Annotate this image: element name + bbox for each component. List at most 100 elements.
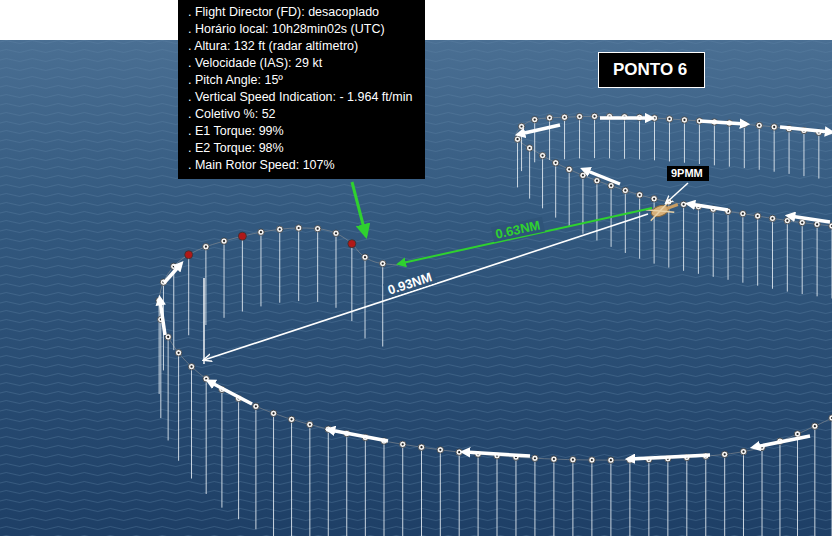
telemetry-line: . Velocidade (IAS): 29 kt: [188, 55, 415, 72]
altitude-drop-line: [667, 462, 668, 536]
track-point: [531, 116, 537, 122]
track-point: [608, 182, 614, 188]
track-point: [812, 423, 818, 429]
altitude-drop-line: [802, 226, 803, 295]
track-point-center: [639, 194, 641, 196]
altitude-drop-line: [729, 126, 730, 167]
altitude-drop-line: [440, 453, 441, 536]
track-point: [348, 240, 356, 248]
track-point-center: [757, 215, 759, 217]
altitude-drop-line: [610, 463, 611, 536]
track-point: [188, 363, 194, 369]
altitude-drop-line: [596, 184, 597, 241]
altitude-drop-line: [521, 129, 522, 171]
telemetry-line: . Coletivo %: 52: [188, 106, 415, 123]
track-point-center: [563, 116, 565, 118]
altitude-drop-line: [625, 193, 626, 253]
track-point: [570, 456, 576, 462]
track-point: [552, 160, 558, 166]
track-line: [516, 116, 832, 226]
track-point-center: [568, 168, 570, 170]
track-point: [221, 238, 227, 244]
track-point: [651, 115, 657, 121]
track-point: [666, 116, 672, 122]
track-point-center: [668, 118, 670, 120]
track-point-center: [572, 459, 574, 461]
altitude-drop-line: [365, 260, 366, 338]
track-point-center: [529, 147, 531, 149]
point-title-box: PONTO 6: [598, 52, 705, 88]
track-point-center: [190, 366, 192, 368]
altitude-drop-line: [609, 120, 610, 159]
track-point: [270, 410, 276, 416]
track-point: [518, 123, 524, 129]
altitude-drop-line: [803, 133, 804, 176]
direction-arrow: [330, 430, 388, 441]
track-point-center: [624, 189, 626, 191]
point-title: PONTO 6: [613, 59, 690, 81]
altitude-drop-line: [421, 450, 422, 536]
telemetry-line: . Vertical Speed Indication: - 1.964 ft/…: [188, 89, 415, 106]
altitude-drop-line: [686, 461, 687, 536]
altitude-drop-line: [705, 459, 706, 536]
track-point-center: [420, 446, 422, 448]
altitude-drop-line: [818, 135, 819, 178]
track-point-center: [516, 138, 518, 140]
altitude-drop-line: [772, 221, 773, 288]
track-point: [203, 376, 209, 382]
track-point-center: [773, 126, 775, 128]
altitude-drop-line: [629, 463, 630, 536]
telemetry-line: . Horário local: 10h28min02s (UTC): [188, 21, 415, 38]
data-callout-box: . Flight Director (FD): desacoplado. Hor…: [178, 0, 425, 179]
track-point: [288, 416, 294, 422]
track-point-center: [724, 453, 726, 455]
track-point-center: [173, 265, 175, 267]
track-point-center: [382, 262, 384, 264]
altitude-drop-line: [743, 455, 744, 536]
altitude-drop-line: [572, 463, 573, 536]
direction-arrow: [520, 125, 560, 134]
track-point: [456, 449, 462, 455]
altitude-drop-line: [789, 132, 790, 174]
altitude-drop-line: [555, 166, 556, 218]
altitude-drop-line: [579, 120, 580, 159]
track-point: [784, 217, 790, 223]
track-point: [526, 145, 532, 151]
altitude-drop-line: [173, 269, 174, 350]
altitude-drop-line: [594, 119, 595, 158]
track-point: [333, 230, 339, 236]
altitude-drop-line: [459, 455, 460, 536]
track-point: [799, 219, 805, 225]
track-point-center: [548, 117, 550, 119]
track-point-center: [591, 459, 593, 461]
track-point-center: [279, 228, 281, 230]
altitude-drop-line: [351, 247, 352, 321]
direction-arrow: [790, 216, 830, 222]
altitude-drop-line: [221, 392, 222, 507]
telemetry-line: . E1 Torque: 99%: [188, 123, 415, 140]
altitude-drop-line: [365, 441, 366, 536]
altitude-drop-line: [564, 120, 565, 159]
track-point: [532, 455, 538, 461]
direction-arrow: [164, 265, 180, 283]
track-point-center: [520, 125, 522, 127]
altitude-drop-line: [291, 422, 292, 536]
altitude-drop-line: [534, 461, 535, 536]
track-point: [514, 136, 520, 142]
track-point: [608, 457, 614, 463]
track-point: [566, 166, 572, 172]
track-line: [159, 228, 832, 460]
track-point: [769, 215, 775, 221]
altitude-drop-line: [309, 428, 310, 536]
altitude-drop-line: [188, 258, 189, 336]
distance-arrow: [398, 208, 652, 264]
track-point: [651, 196, 657, 202]
track-point-center: [205, 378, 207, 380]
track-point: [437, 447, 443, 453]
track-point-center: [831, 417, 832, 419]
track-point-center: [364, 256, 366, 258]
altitude-drop-line: [779, 444, 780, 536]
altitude-drop-line: [797, 437, 798, 536]
altitude-drop-line: [639, 120, 640, 159]
altitude-drop-line: [814, 429, 815, 536]
